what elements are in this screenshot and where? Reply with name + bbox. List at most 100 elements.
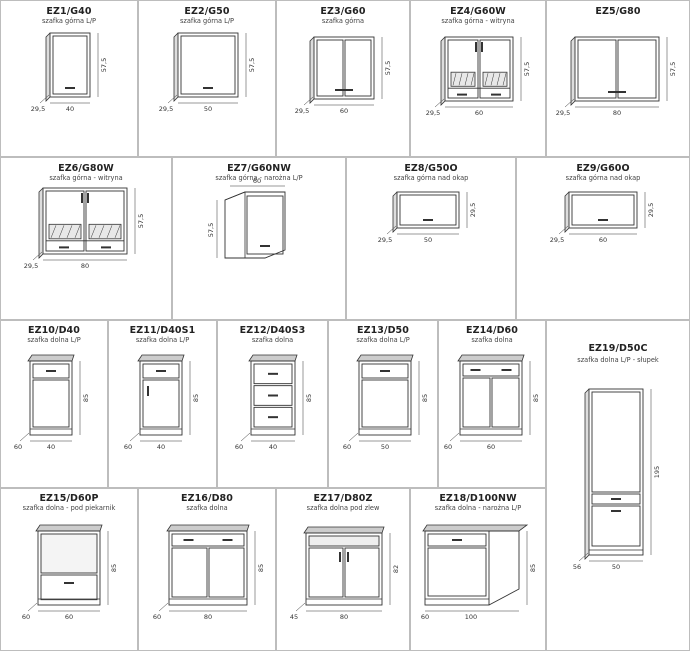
cabinet-door <box>316 39 344 97</box>
cabinet-side <box>392 191 398 233</box>
cabinet-body <box>568 191 638 229</box>
cabinet-code: EZ6/G80W <box>58 163 114 174</box>
width-dimension: 60 <box>253 177 261 185</box>
width-dimension: 60 <box>475 109 483 117</box>
depth-dimension-line <box>348 432 359 442</box>
cabinet-door <box>462 377 491 428</box>
cabinet-description: szafka górna L/P <box>179 17 235 25</box>
cabinet-body <box>49 32 91 98</box>
height-dimension: 57,5 <box>100 58 108 72</box>
depth-dimension: 60 <box>124 443 132 451</box>
cabinet-body <box>305 532 383 606</box>
handle-icon <box>46 370 56 372</box>
handle-icon <box>343 89 353 91</box>
depth-dimension-line <box>129 432 140 442</box>
cabinet-description: szafka dolna - narożna L/P <box>434 504 522 512</box>
handle-icon <box>222 539 233 541</box>
cabinet-drawer <box>253 363 293 385</box>
cabinet-side <box>45 32 51 102</box>
depth-dimension: 29,5 <box>550 236 564 244</box>
height-dimension: 85 <box>532 394 540 402</box>
cabinet-description: szafka górna nad okap <box>393 174 469 182</box>
width-dimension: 40 <box>157 443 165 451</box>
cabinet-code: EZ10/D40 <box>28 325 80 336</box>
handle-icon <box>501 369 512 371</box>
glass-panel <box>482 71 508 87</box>
glass-hatch <box>74 225 81 238</box>
width-dimension: 60 <box>65 613 73 621</box>
depth-dimension-line <box>19 432 30 442</box>
corner-extension <box>488 530 520 606</box>
cabinet-body <box>177 32 239 98</box>
glass-panel <box>450 71 476 87</box>
height-dimension: 57,5 <box>137 214 145 228</box>
cabinet-door <box>344 39 372 97</box>
cabinet-code: EZ3/G60 <box>320 6 366 17</box>
glass-hatch <box>464 73 469 86</box>
handle-icon <box>481 42 483 52</box>
depth-dimension-line <box>564 98 575 108</box>
width-dimension: 100 <box>465 613 477 621</box>
cabinet-side <box>38 187 44 259</box>
cabinet-body <box>396 191 460 229</box>
cabinet-code: EZ18/D100NW <box>439 493 517 504</box>
handle-icon <box>611 498 621 500</box>
handle-icon <box>260 245 270 247</box>
width-dimension: 80 <box>204 613 212 621</box>
cabinet-drawer <box>253 406 293 428</box>
worktop <box>166 524 250 532</box>
glass-panel <box>88 223 122 240</box>
cabinet-code: EZ12/D40S3 <box>239 325 306 336</box>
cabinet-door <box>447 39 479 99</box>
cabinet-drawer <box>427 533 487 547</box>
depth-dimension: 60 <box>235 443 243 451</box>
worktop <box>137 354 185 362</box>
height-dimension: 85 <box>82 394 90 402</box>
depth-dimension: 60 <box>22 613 30 621</box>
depth-dimension: 29,5 <box>31 105 45 113</box>
cabinet-door <box>208 547 245 598</box>
worktop <box>303 526 385 534</box>
handle-icon <box>81 193 83 203</box>
depth-dimension: 29,5 <box>378 236 392 244</box>
depth-dimension: 56 <box>573 563 581 571</box>
depth-dimension-line <box>558 225 569 235</box>
cabinet-code: EZ8/G50O <box>404 163 458 174</box>
cabinet-flap <box>571 194 635 226</box>
height-dimension: 57,5 <box>248 58 256 72</box>
depth-dimension-line <box>167 94 178 104</box>
cabinet-door <box>591 391 641 493</box>
width-dimension: 80 <box>340 613 348 621</box>
depth-dimension: 60 <box>153 613 161 621</box>
cabinet-code: EZ16/D80 <box>181 493 233 504</box>
glass-hatch <box>452 73 457 86</box>
cabinet-drawer <box>40 574 98 601</box>
height-dimension: 195 <box>653 466 661 478</box>
cabinet-drawer <box>32 363 70 379</box>
depth-dimension: 60 <box>444 443 452 451</box>
cabinet-door <box>577 39 617 99</box>
cabinet-body <box>459 360 523 436</box>
handle-icon <box>156 370 166 372</box>
cabinet-body <box>168 530 248 606</box>
corner-cabinet-outline <box>224 191 286 259</box>
